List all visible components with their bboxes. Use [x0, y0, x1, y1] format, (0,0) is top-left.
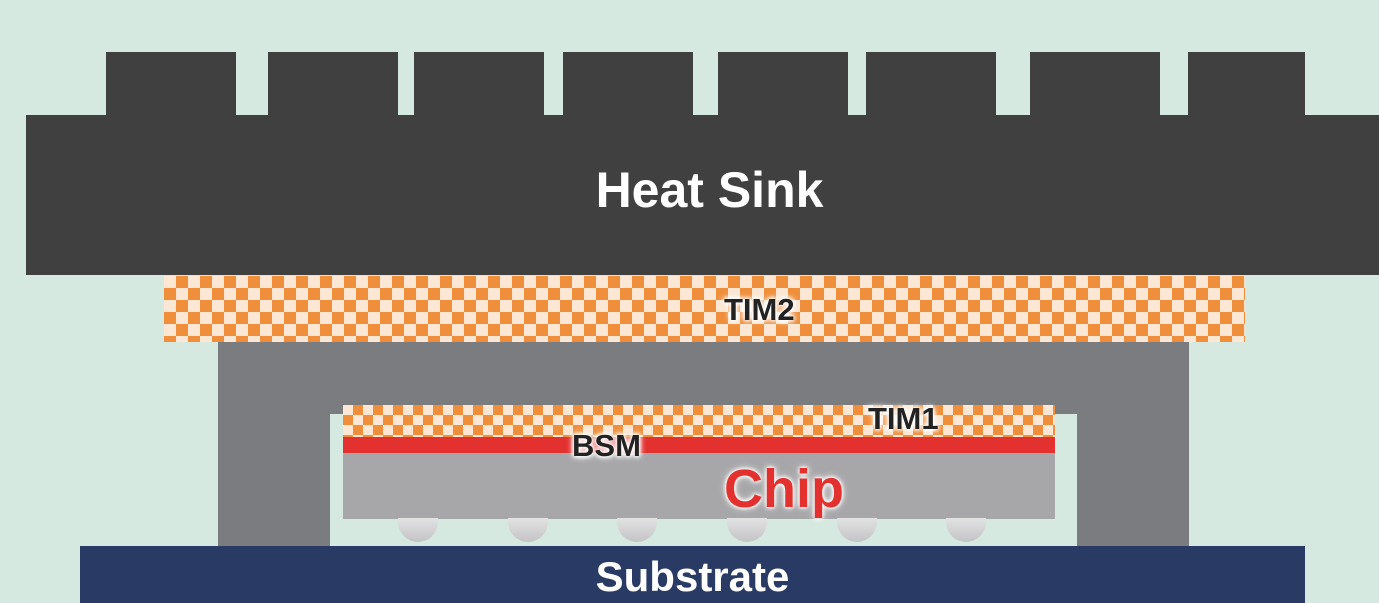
lid-right-wall: [1077, 342, 1189, 547]
solder-bump: [508, 518, 548, 542]
tim2-layer: [164, 276, 1245, 342]
lid-top: [218, 342, 1189, 414]
solder-bump: [617, 518, 657, 542]
bsm-label: BSM: [572, 428, 641, 463]
solder-bump: [398, 518, 438, 542]
heat-sink-fin: [1188, 52, 1305, 118]
heat-sink-fin: [1030, 52, 1160, 118]
chip-label: Chip: [724, 459, 844, 519]
chip: [343, 453, 1055, 519]
substrate: [80, 546, 1305, 603]
heat-sink-fin: [106, 52, 236, 118]
heat-sink-fin: [563, 52, 693, 118]
solder-bump: [727, 518, 767, 542]
bsm-layer: [343, 437, 1055, 453]
tim1-label: TIM1: [868, 401, 939, 436]
lid-left-wall: [218, 342, 330, 547]
tim1-layer: [343, 405, 1055, 439]
tim2-label: TIM2: [724, 292, 795, 327]
solder-bump: [837, 518, 877, 542]
heat-sink-fin: [414, 52, 544, 118]
heat-sink-fin: [866, 52, 996, 118]
substrate-label: Substrate: [595, 553, 790, 600]
heat-sink-fin: [718, 52, 848, 118]
heat-sink: [26, 115, 1379, 275]
solder-bump: [946, 518, 986, 542]
heat-sink-label: Heat Sink: [595, 162, 824, 218]
heat-sink-fin: [268, 52, 398, 118]
